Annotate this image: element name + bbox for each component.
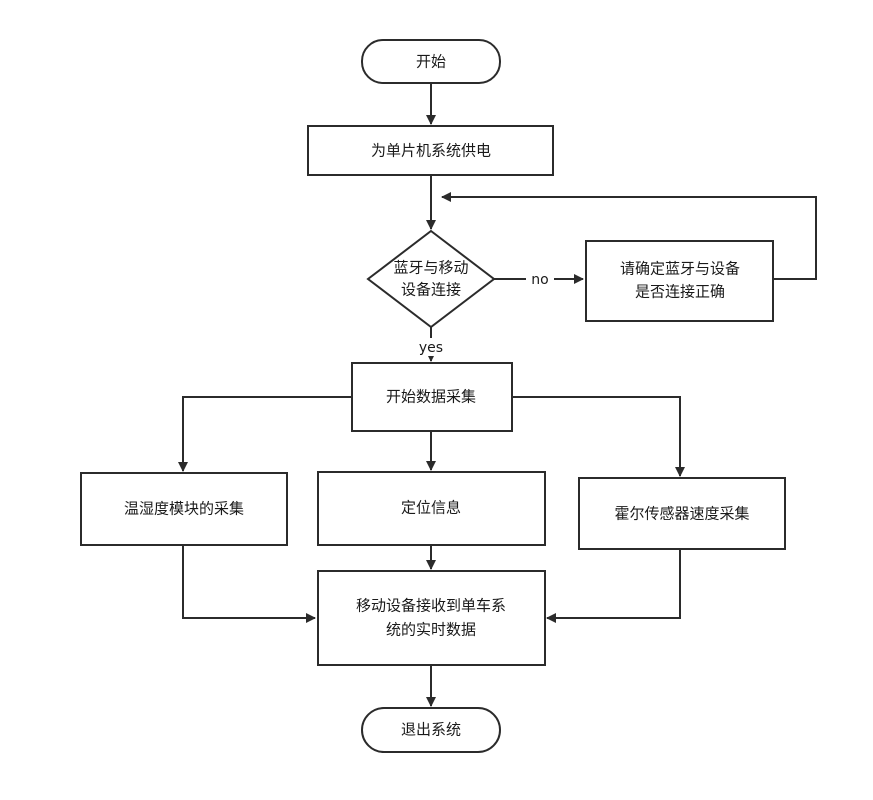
- decision-label-line2: 设备连接: [401, 281, 461, 299]
- hall-label: 霍尔传感器速度采集: [614, 505, 749, 523]
- node-check: 请确定蓝牙与设备 是否连接正确: [585, 240, 774, 322]
- process-check-connection: [585, 240, 774, 322]
- edge-hall-to-receive: [546, 549, 681, 623]
- receive-label-line2: 统的实时数据: [386, 621, 476, 639]
- edge-check-loop-back: [441, 192, 817, 280]
- edge-collect-to-hall: [512, 396, 685, 477]
- edge-temp-to-receive: [182, 545, 316, 623]
- node-start: 开始: [361, 39, 501, 84]
- process-hall-sensor: [578, 477, 786, 550]
- power-label: 为单片机系统供电: [371, 142, 491, 160]
- decision-label-line1: 蓝牙与移动: [393, 259, 468, 277]
- no-label-bg: [526, 270, 554, 288]
- collect-label: 开始数据采集: [386, 388, 476, 406]
- node-hall: 霍尔传感器速度采集: [578, 477, 786, 550]
- edge-collect-to-temp: [178, 396, 352, 472]
- process-receive-data: [317, 570, 546, 666]
- exit-label: 退出系统: [401, 721, 461, 739]
- connectors: [178, 83, 817, 707]
- node-collect: 开始数据采集: [351, 362, 513, 432]
- process-power: [307, 125, 554, 176]
- process-start-collection: [351, 362, 513, 432]
- check-label-line2: 是否连接正确: [635, 283, 725, 301]
- node-decision: 蓝牙与移动 设备连接: [366, 229, 496, 329]
- terminal-exit: [361, 707, 501, 753]
- no-label: no: [531, 272, 548, 288]
- node-exit: 退出系统: [361, 707, 501, 753]
- terminal-start: [361, 39, 501, 84]
- receive-label-line1: 移动设备接收到单车系: [356, 597, 506, 615]
- process-location: [317, 471, 546, 546]
- temp-label: 温湿度模块的采集: [124, 500, 244, 518]
- start-label: 开始: [416, 53, 446, 71]
- yes-label: yes: [419, 340, 443, 356]
- node-receive: 移动设备接收到单车系 统的实时数据: [317, 570, 546, 666]
- location-label: 定位信息: [401, 499, 461, 517]
- process-temp-humidity: [80, 472, 288, 546]
- node-power: 为单片机系统供电: [307, 125, 554, 176]
- check-label-line1: 请确定蓝牙与设备: [620, 260, 740, 278]
- node-location: 定位信息: [317, 471, 546, 546]
- node-temp: 温湿度模块的采集: [80, 472, 288, 546]
- decision-bluetooth: [366, 229, 496, 329]
- yes-label-bg: [414, 338, 448, 356]
